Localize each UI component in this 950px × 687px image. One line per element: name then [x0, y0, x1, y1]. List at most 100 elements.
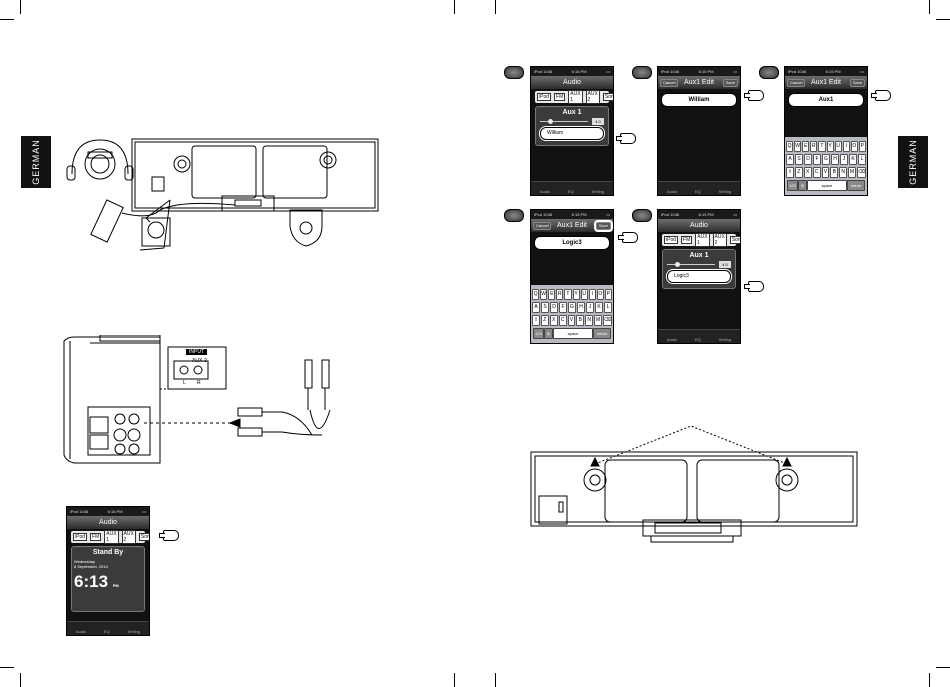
cancel-button[interactable]: Cancel — [787, 79, 806, 87]
source-sony[interactable]: Sony — [729, 236, 740, 244]
tab-setting[interactable]: Setting — [718, 189, 732, 194]
save-button[interactable]: Save — [722, 79, 738, 87]
key[interactable]: F — [813, 154, 821, 165]
globe-key[interactable]: ◎ — [798, 180, 807, 191]
tab-audio[interactable]: Audio — [539, 189, 551, 194]
key[interactable]: Q — [786, 141, 794, 152]
key[interactable]: A — [532, 302, 540, 313]
tab-eq[interactable]: EQ — [695, 337, 701, 342]
key[interactable]: D — [804, 154, 812, 165]
key[interactable]: O — [850, 141, 858, 152]
key[interactable]: P — [858, 141, 866, 152]
tab-setting[interactable]: Setting — [718, 337, 732, 342]
key[interactable]: S — [541, 302, 549, 313]
key[interactable]: B — [576, 315, 585, 326]
cancel-button[interactable]: Cancel — [533, 222, 552, 230]
save-button[interactable]: Save — [849, 79, 865, 87]
key[interactable]: X — [803, 167, 812, 178]
key[interactable]: Y — [572, 289, 580, 300]
key[interactable]: W — [794, 141, 802, 152]
source-ipod[interactable]: iPod — [537, 93, 552, 101]
key[interactable]: K — [849, 154, 857, 165]
key[interactable]: F — [559, 302, 567, 313]
volume-slider[interactable]: 4.0 — [540, 118, 604, 125]
key[interactable]: H — [577, 302, 585, 313]
shift-key[interactable]: ⇧ — [532, 315, 540, 326]
tab-audio[interactable]: Audio — [666, 189, 678, 194]
key[interactable]: R — [556, 289, 564, 300]
backspace-key[interactable]: ⌫ — [857, 167, 866, 178]
key[interactable]: L — [858, 154, 866, 165]
key[interactable]: Y — [826, 141, 834, 152]
key[interactable]: V — [567, 315, 576, 326]
space-key[interactable]: space — [553, 328, 593, 339]
key[interactable]: G — [822, 154, 830, 165]
name-field[interactable]: William — [661, 93, 737, 107]
source-aux2[interactable]: AUX 2 — [712, 233, 727, 247]
key[interactable]: R — [810, 141, 818, 152]
key[interactable]: T — [818, 141, 826, 152]
name-field[interactable]: Aux1 — [788, 93, 864, 107]
globe-key[interactable]: ◎ — [544, 328, 553, 339]
key[interactable]: L — [604, 302, 612, 313]
key[interactable]: W — [540, 289, 548, 300]
key[interactable]: E — [548, 289, 556, 300]
key[interactable]: Q — [532, 289, 540, 300]
slider-knob[interactable] — [548, 119, 553, 124]
key[interactable]: S — [795, 154, 803, 165]
aux-name-button[interactable]: Logic3 — [667, 270, 731, 283]
return-key[interactable]: return — [593, 328, 611, 339]
key[interactable]: Z — [794, 167, 803, 178]
aux-name-button[interactable]: William — [540, 127, 604, 140]
key[interactable]: C — [812, 167, 821, 178]
source-ipod[interactable]: iPod — [73, 533, 88, 541]
source-aux2[interactable]: AUX 2 — [585, 90, 600, 104]
tab-setting[interactable]: Setting — [591, 189, 605, 194]
key[interactable]: K — [595, 302, 603, 313]
tab-eq[interactable]: EQ — [568, 189, 574, 194]
cancel-button[interactable]: Cancel — [660, 79, 679, 87]
shift-key[interactable]: ⇧ — [786, 167, 794, 178]
source-ipod[interactable]: iPod — [664, 236, 679, 244]
key[interactable]: J — [586, 302, 594, 313]
key[interactable]: B — [830, 167, 839, 178]
key[interactable]: Z — [540, 315, 549, 326]
key[interactable]: T — [564, 289, 572, 300]
name-field[interactable]: Logic3 — [534, 236, 610, 250]
save-button[interactable]: Save — [595, 222, 611, 230]
key[interactable]: M — [848, 167, 856, 178]
space-key[interactable]: space — [807, 180, 847, 191]
return-key[interactable]: return — [847, 180, 865, 191]
key[interactable]: U — [580, 289, 588, 300]
source-sony[interactable]: Sony — [138, 533, 149, 541]
key[interactable]: I — [842, 141, 850, 152]
tab-setting[interactable]: Setting — [127, 629, 141, 634]
source-aux1[interactable]: AUX 1 — [695, 233, 710, 247]
key[interactable]: V — [821, 167, 830, 178]
source-fm[interactable]: FM — [681, 236, 693, 244]
key[interactable]: E — [802, 141, 810, 152]
key[interactable]: D — [550, 302, 558, 313]
source-fm[interactable]: FM — [90, 533, 102, 541]
key[interactable]: M — [594, 315, 602, 326]
volume-slider[interactable]: 4.0 — [667, 261, 731, 268]
num-key[interactable]: 123 — [533, 328, 544, 339]
key[interactable]: C — [558, 315, 567, 326]
source-aux1[interactable]: AUX 1 — [104, 530, 119, 544]
key[interactable]: H — [831, 154, 839, 165]
key[interactable]: A — [786, 154, 794, 165]
tab-audio[interactable]: Audio — [666, 337, 678, 342]
slider-knob[interactable] — [675, 262, 680, 267]
key[interactable]: X — [549, 315, 558, 326]
key[interactable]: P — [604, 289, 612, 300]
key[interactable]: J — [840, 154, 848, 165]
source-fm[interactable]: FM — [554, 93, 566, 101]
source-aux2[interactable]: AUX 2 — [121, 530, 136, 544]
key[interactable]: I — [588, 289, 596, 300]
tab-audio[interactable]: Audio — [75, 629, 87, 634]
key[interactable]: G — [568, 302, 576, 313]
backspace-key[interactable]: ⌫ — [603, 315, 612, 326]
source-sony[interactable]: Sony — [602, 93, 613, 101]
key[interactable]: U — [834, 141, 842, 152]
key[interactable]: N — [585, 315, 594, 326]
